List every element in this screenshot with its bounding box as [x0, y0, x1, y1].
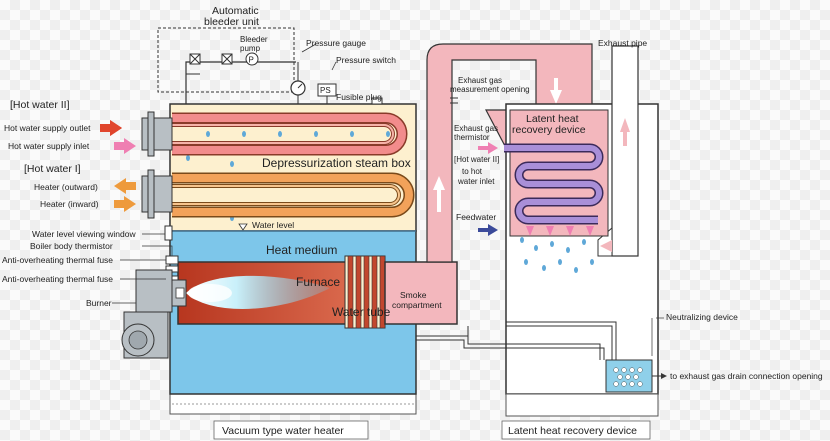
caption-vacuum-water-heater: Vacuum type water heater	[222, 425, 344, 437]
label-feedwater: Feedwater	[456, 212, 496, 222]
label-anti-overheating-2: Anti-overheating thermal fuse	[2, 274, 113, 284]
recovery-base	[505, 393, 659, 417]
viewing-window	[164, 225, 173, 241]
recovery-drops	[520, 237, 594, 273]
label-automatic: Automatic	[212, 5, 259, 17]
bleeder-unit-box	[157, 27, 295, 93]
label-steam-box: Depressurization steam box	[262, 156, 411, 170]
captions: Vacuum type water heater Latent heat rec…	[213, 420, 651, 440]
svg-text:P: P	[249, 56, 254, 65]
water-tube-bundle	[344, 255, 386, 329]
label-latent-heat-1: Latent heat	[526, 113, 579, 125]
label-pressure-switch: Pressure switch	[336, 55, 396, 65]
smoke-compartment	[384, 261, 458, 325]
label-hot-water-2-inlet-3: water inlet	[457, 177, 495, 186]
label-pump: pump	[240, 44, 261, 53]
side-nozzles	[121, 111, 187, 359]
exhaust-pipe	[611, 45, 639, 257]
leader-lines	[112, 233, 664, 356]
label-exhaust-gas-measurement-1: Exhaust gas	[458, 76, 502, 85]
label-water-tube: Water tube	[332, 305, 391, 319]
label-bleeder-unit: bleeder unit	[204, 16, 259, 28]
label-exhaust-gas-measurement-2: measurement opening	[450, 85, 530, 94]
label-exhaust-gas-drain: to exhaust gas drain connection opening	[670, 371, 823, 381]
burner-assembly	[121, 269, 187, 359]
water-level-marker	[238, 223, 248, 231]
label-exhaust-gas-thermistor-2: thermistor	[454, 133, 490, 142]
label-compartment: compartment	[392, 300, 442, 310]
label-latent-heat-2: recovery device	[512, 124, 586, 136]
label-smoke: Smoke	[400, 290, 427, 300]
bleeder-pump-icon	[245, 52, 259, 66]
label-bleeder: Bleeder	[240, 35, 268, 44]
label-neutralizing-device: Neutralizing device	[666, 312, 738, 322]
latent-heat-recovery-unit	[416, 45, 667, 417]
fusible-plug-icon	[371, 97, 383, 105]
label-fusible-plug: Fusible plug	[336, 92, 382, 102]
label-heat-medium: Heat medium	[266, 243, 337, 257]
label-hot-water-supply-inlet: Hot water supply inlet	[8, 141, 90, 151]
recovery-chamber	[509, 109, 609, 237]
label-heater-outward: Heater (outward)	[34, 182, 98, 192]
ps-badge: PS	[320, 86, 331, 95]
hot-water-coil-2	[172, 112, 408, 156]
label-hot-water-supply-outlet: Hot water supply outlet	[4, 123, 91, 133]
label-hot-water-2-inlet-2: to hot	[462, 167, 483, 176]
caption-latent-heat-recovery: Latent heat recovery device	[508, 425, 637, 437]
label-anti-overheating-1: Anti-overheating thermal fuse	[2, 255, 113, 265]
flue-duct	[426, 43, 613, 263]
hot-water-inlet-arrow	[114, 138, 136, 154]
vacuum-water-heater	[169, 103, 458, 415]
burner-flame	[186, 275, 330, 309]
label-burner: Burner	[86, 298, 112, 308]
pipe-arrows	[100, 120, 498, 236]
label-hot-water-2: [Hot water II]	[10, 99, 70, 111]
feedwater-arrow	[478, 224, 498, 236]
label-hot-water-1: [Hot water I]	[24, 163, 81, 175]
hot-water-2-inlet-arrow	[478, 142, 498, 154]
heater-coil-1	[172, 172, 415, 218]
label-exhaust-gas-thermistor-1: Exhaust gas	[454, 124, 498, 133]
heater-inward-arrow	[114, 196, 136, 212]
label-boiler-thermistor: Boiler body thermistor	[30, 241, 113, 251]
label-heater-inward: Heater (inward)	[40, 199, 99, 209]
label-viewing-window: Water level viewing window	[32, 229, 136, 239]
bleeder-unit: P	[157, 27, 383, 105]
heater-outward-arrow	[114, 178, 136, 194]
label-hot-water-2-inlet-1: [Hot water II]	[454, 155, 499, 164]
text-labels: Automatic bleeder unit Bleeder pump Pres…	[2, 5, 823, 381]
label-exhaust-pipe: Exhaust pipe	[598, 38, 647, 48]
label-furnace: Furnace	[296, 275, 340, 289]
label-water-level: Water level	[252, 220, 294, 230]
label-pressure-gauge: Pressure gauge	[306, 38, 366, 48]
